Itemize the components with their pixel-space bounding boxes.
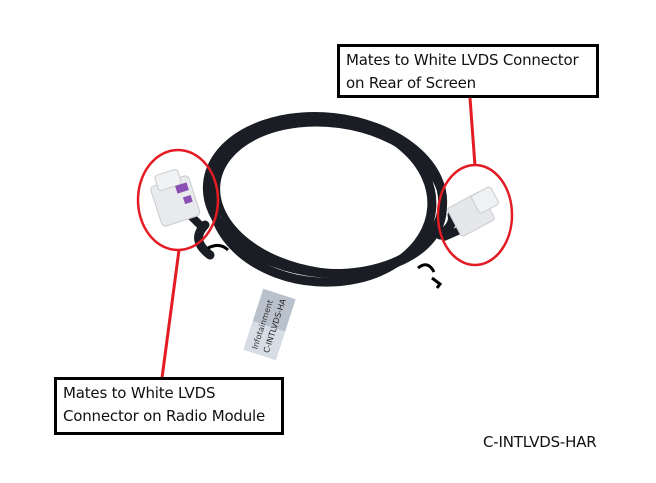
leader-line-left (160, 249, 181, 379)
callout-rear-screen-line2: on Rear of Screen (346, 74, 476, 92)
left-connector (150, 168, 201, 227)
callout-rear-screen: Mates to White LVDS Connector on Rear of… (337, 44, 599, 98)
right-connector (447, 186, 499, 237)
callout-rear-screen-line1: Mates to White LVDS Connector (346, 51, 579, 69)
cable-label-tag: Infotainment C-INTLVDS-HA (243, 288, 296, 361)
callout-radio-module-line1: Mates to White LVDS (63, 384, 216, 402)
cable-tie (207, 243, 443, 289)
cable-coil (181, 111, 464, 287)
callout-radio-module-line2: Connector on Radio Module (63, 407, 266, 425)
part-number: C-INTLVDS-HAR (483, 433, 597, 451)
leader-line-right (468, 97, 477, 167)
callout-radio-module: Mates to White LVDS Connector on Radio M… (54, 377, 284, 435)
